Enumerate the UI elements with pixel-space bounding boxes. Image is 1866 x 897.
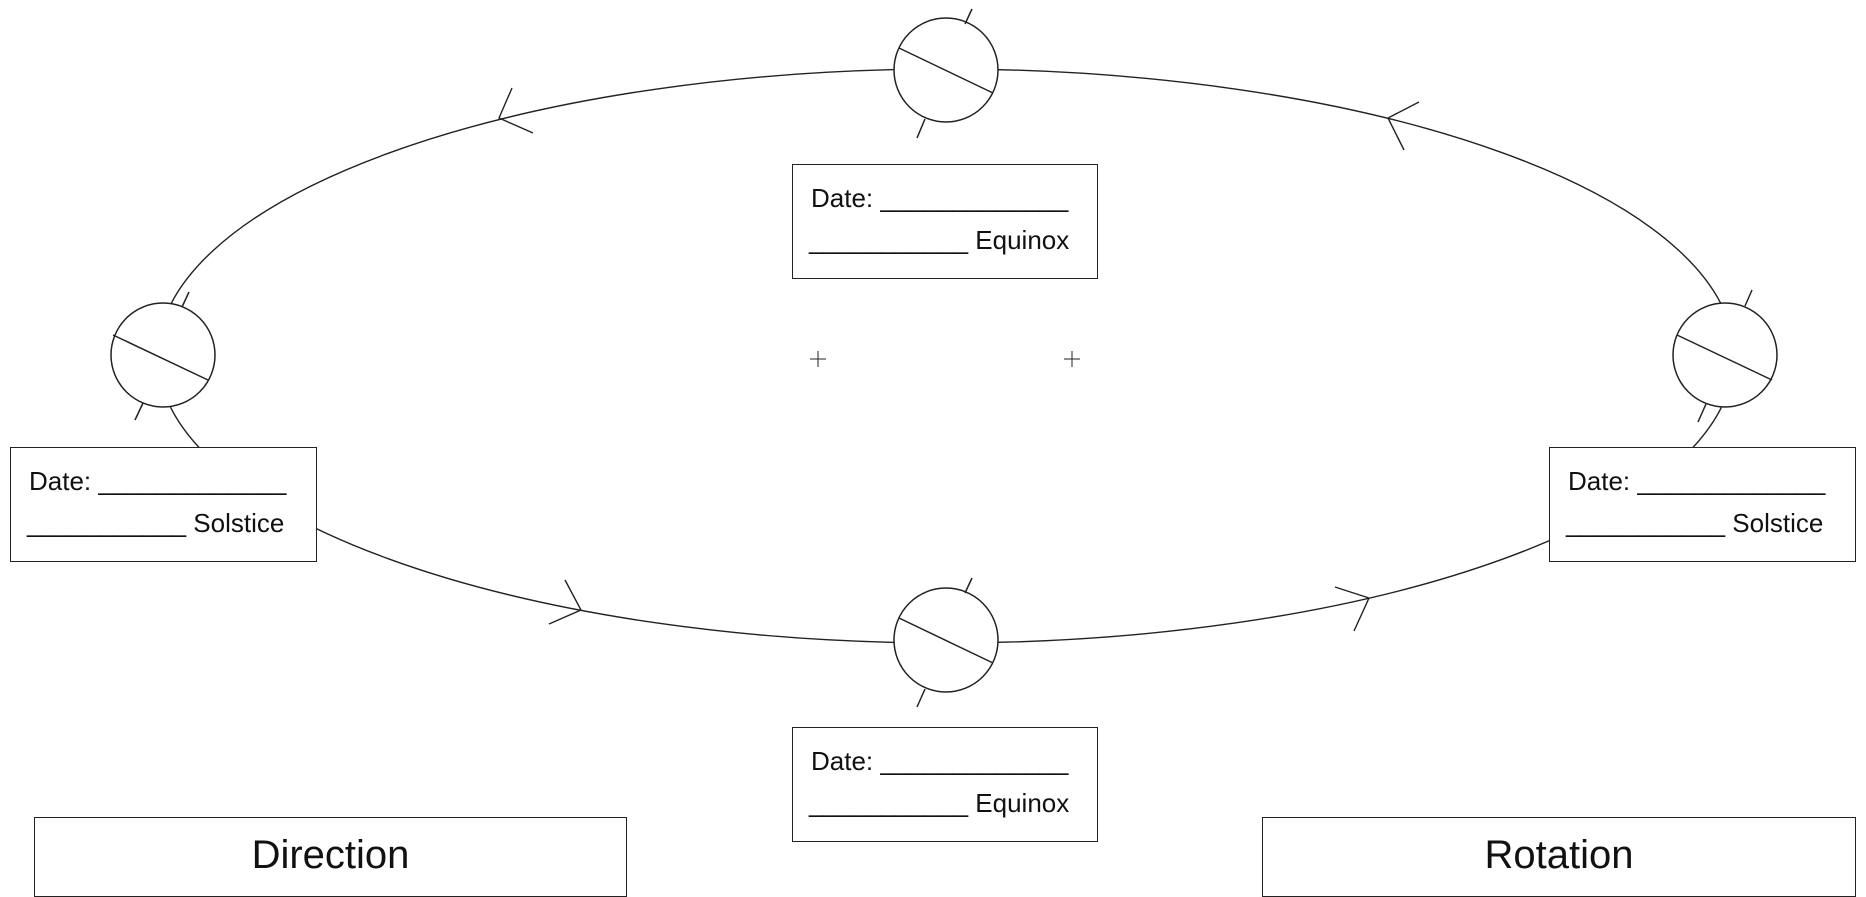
orbit-arrow-bottom-left (548, 579, 582, 625)
label-box-left: Date: _____________ ___________ Solstice (10, 447, 317, 562)
focus-marker-left (810, 351, 826, 367)
orbit-arrow-bottom-right (1334, 586, 1370, 632)
label-box-right: Date: _____________ ___________ Solstice (1549, 447, 1856, 562)
season-field-right[interactable]: ___________ Solstice (1566, 508, 1824, 538)
rotation-box-title: Rotation (1484, 833, 1634, 877)
date-field-bottom[interactable]: Date: _____________ (811, 746, 1069, 776)
orbit-svg (110, 8, 1778, 708)
earth-left (110, 291, 216, 421)
label-box-bottom: Date: _____________ ___________ Equinox (792, 727, 1098, 842)
direction-box-title: Direction (251, 833, 410, 877)
direction-box: Direction (34, 817, 627, 897)
season-field-left[interactable]: ___________ Solstice (27, 508, 285, 538)
date-field-left[interactable]: Date: _____________ (29, 466, 287, 496)
orbit-diagram: Date: _____________ ___________ Equinox … (10, 8, 1856, 897)
earth-top (893, 8, 999, 139)
rotation-box: Rotation (1262, 817, 1856, 897)
date-field-right[interactable]: Date: _____________ (1568, 466, 1826, 496)
date-field-top[interactable]: Date: _____________ (811, 183, 1069, 213)
label-box-top: Date: _____________ ___________ Equinox (792, 164, 1098, 279)
orbit-arrow-top-right (1387, 101, 1420, 151)
orbit-path (157, 68, 1735, 644)
season-field-bottom[interactable]: ___________ Equinox (809, 788, 1070, 818)
season-field-top[interactable]: ___________ Equinox (809, 225, 1070, 255)
earth-right (1672, 289, 1778, 423)
earth-bottom (893, 577, 999, 708)
focus-marker-right (1064, 351, 1080, 367)
orbit-arrow-top-left (498, 87, 534, 134)
